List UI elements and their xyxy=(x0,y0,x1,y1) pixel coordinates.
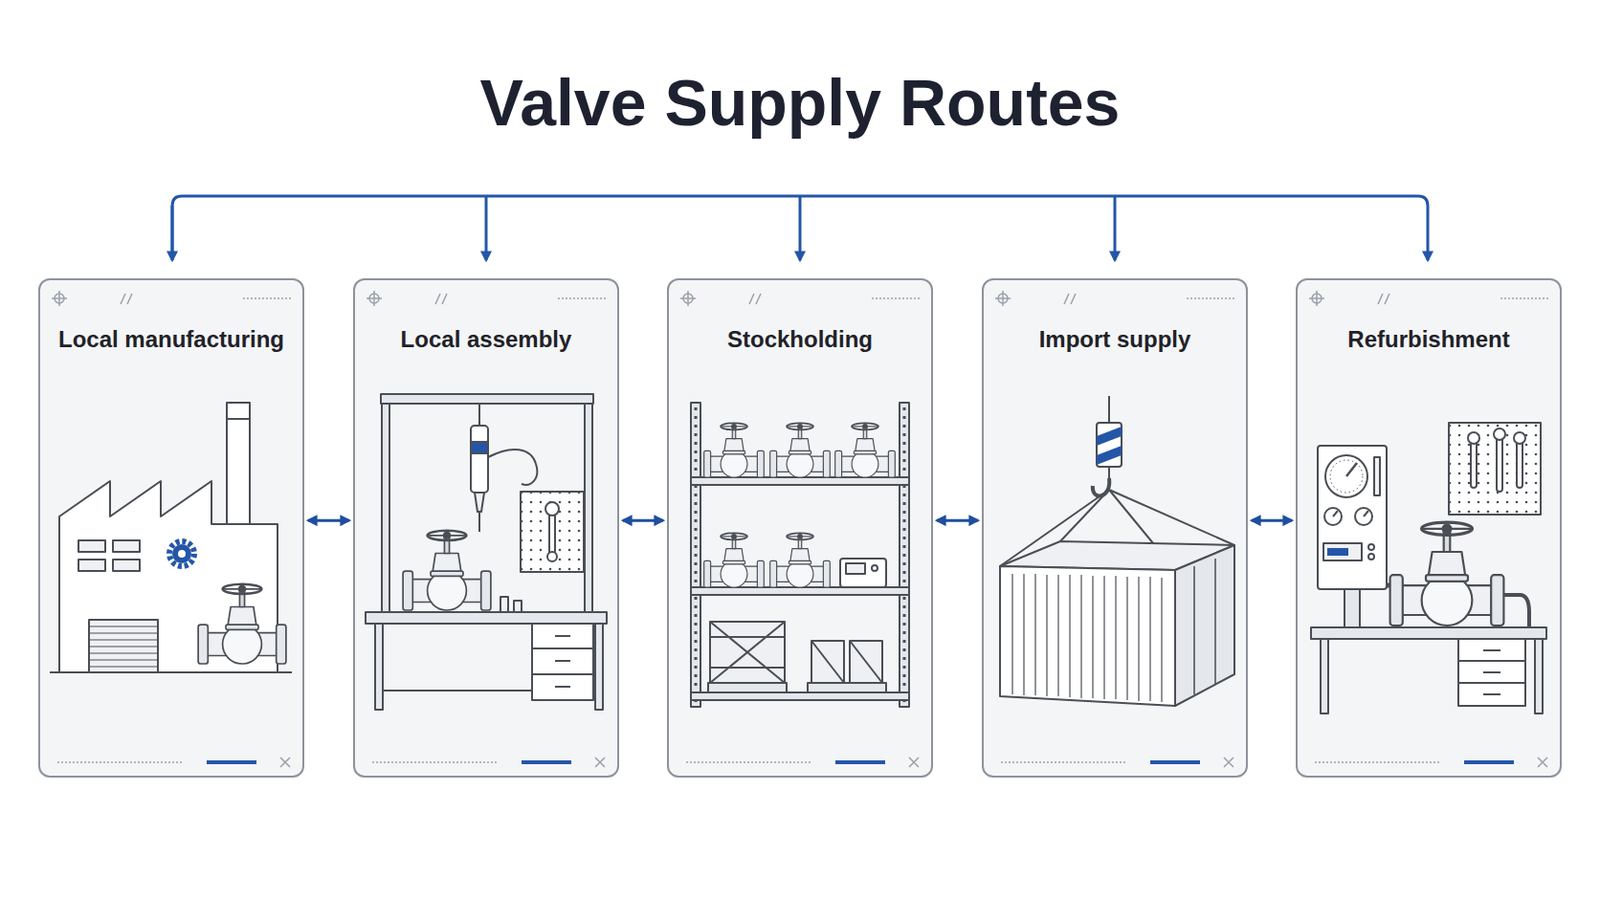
card-ground xyxy=(666,278,934,778)
card-ground xyxy=(981,278,1248,778)
bracket-line xyxy=(172,196,1428,261)
valve xyxy=(198,584,287,665)
valve xyxy=(402,531,491,611)
wrenches xyxy=(1467,428,1526,492)
route-label: Local manufacturing xyxy=(40,325,303,355)
rack-upright xyxy=(690,402,701,708)
valve xyxy=(770,533,831,588)
double-arrow xyxy=(622,519,664,523)
corner-marks xyxy=(995,290,1235,768)
card-ground xyxy=(353,278,620,778)
test-bench-illustration xyxy=(1311,422,1547,714)
crate xyxy=(807,641,887,693)
card-ground xyxy=(38,278,305,778)
garage-door xyxy=(88,620,158,673)
route-label: Stockholding xyxy=(668,325,932,355)
bracket-arrow xyxy=(1113,196,1117,261)
slings xyxy=(1000,489,1235,571)
container-end xyxy=(1175,545,1235,707)
drawers xyxy=(532,623,594,701)
route-card: Local assembly xyxy=(353,278,620,778)
crane-hook xyxy=(1092,422,1122,496)
container-side xyxy=(1000,566,1176,707)
part xyxy=(513,600,522,613)
shelf xyxy=(690,692,910,701)
valve xyxy=(704,422,765,478)
route-label: Local assembly xyxy=(355,325,618,355)
part xyxy=(500,597,509,613)
instrument-box xyxy=(840,558,887,588)
route-card: Local manufacturing xyxy=(38,278,305,778)
double-arrow xyxy=(308,519,350,523)
gantry-beam xyxy=(380,394,594,404)
bracket-arrow xyxy=(171,205,175,261)
gantry-post xyxy=(584,403,593,613)
assembly-illustration xyxy=(365,394,607,711)
container-illustration xyxy=(1000,396,1235,707)
corner-marks xyxy=(1309,290,1549,768)
rack-upright xyxy=(899,402,910,708)
route-label: Import supply xyxy=(983,325,1246,355)
route-label: Refurbishment xyxy=(1297,325,1560,355)
crane-cable xyxy=(1108,396,1111,423)
route-card: Import supply xyxy=(981,278,1248,778)
bracket-arrow xyxy=(799,196,802,261)
valve xyxy=(1390,522,1505,626)
card-ground xyxy=(1295,278,1562,778)
pegboard xyxy=(520,491,584,573)
corner-marks xyxy=(366,290,606,768)
pegboard xyxy=(1448,422,1541,515)
double-arrow xyxy=(1251,519,1292,523)
workbench-top xyxy=(365,612,607,624)
valve xyxy=(770,422,831,478)
window xyxy=(78,540,106,553)
window xyxy=(112,559,140,572)
route-card: Stockholding xyxy=(666,278,934,778)
shelf xyxy=(690,477,910,486)
card-decorations xyxy=(51,290,1549,768)
valve xyxy=(835,422,896,478)
bench-top xyxy=(1311,627,1547,640)
double-arrow xyxy=(936,519,978,523)
shelf xyxy=(690,587,910,596)
gauge-panel xyxy=(1317,445,1387,628)
valve xyxy=(704,533,765,588)
distribution-bracket xyxy=(172,196,1428,261)
ground-line xyxy=(49,671,292,674)
drawers xyxy=(1458,639,1526,707)
gear-icon xyxy=(169,541,195,567)
bracket-arrow xyxy=(485,196,489,261)
chimney xyxy=(226,402,250,528)
diagram-title: Valve Supply Routes xyxy=(0,63,1600,142)
shelving-illustration xyxy=(690,402,910,708)
crate xyxy=(708,622,787,693)
factory-illustration xyxy=(49,402,292,673)
window xyxy=(112,540,140,553)
gantry-post xyxy=(381,403,390,613)
window xyxy=(78,559,106,572)
route-card: Refurbishment xyxy=(1295,278,1562,778)
corner-marks xyxy=(51,290,291,768)
corner-marks xyxy=(680,290,920,768)
hose xyxy=(1503,595,1530,628)
card-grounds xyxy=(38,278,1562,778)
wrench xyxy=(545,502,559,562)
